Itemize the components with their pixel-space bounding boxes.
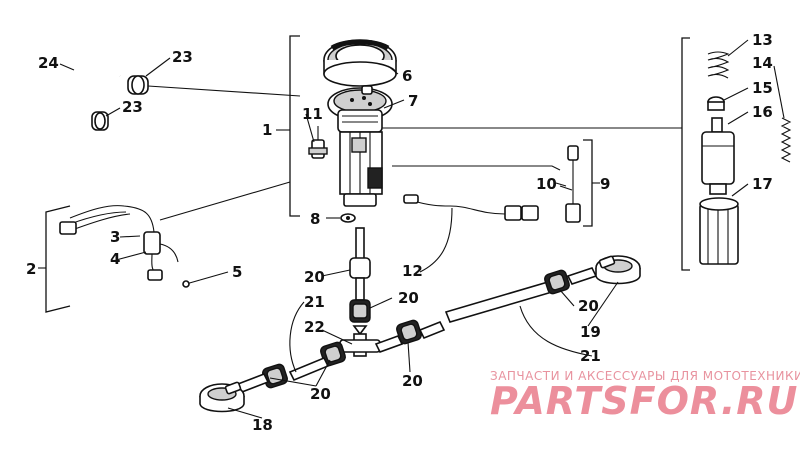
wire-harness-3 — [59, 181, 291, 281]
callout-8: 8 — [310, 210, 320, 228]
hose-right-long — [374, 267, 598, 353]
pump-module-body — [339, 131, 383, 207]
callout-22: 22 — [304, 318, 325, 336]
callout-13: 13 — [752, 31, 773, 49]
callout-14: 14 — [752, 54, 773, 72]
bushing-15 — [707, 96, 725, 111]
callout-4: 4 — [110, 250, 120, 268]
callout-7: 7 — [408, 92, 418, 110]
fitting-11 — [308, 126, 328, 159]
hose-left-lower — [236, 341, 346, 394]
screw-5 — [182, 279, 201, 288]
strainer-19 — [595, 255, 641, 285]
t-fitting-22 — [339, 333, 381, 357]
callout-21-b: 21 — [580, 347, 601, 365]
spring-14 — [780, 117, 792, 163]
pickup-tube-vertical — [349, 227, 371, 336]
pump-flange-7 — [327, 85, 393, 133]
seal-8 — [340, 213, 356, 223]
leader-lines — [59, 39, 785, 419]
callout-1: 1 — [262, 121, 272, 139]
callout-10: 10 — [536, 175, 557, 193]
bracket-group-13-17 — [681, 37, 690, 271]
callout-9: 9 — [600, 175, 610, 193]
watermark: ЗАПЧАСТИ И АКСЕССУАРЫ ДЛЯ МОТОТЕХНИКИ PA… — [490, 369, 800, 423]
callout-6: 6 — [402, 67, 412, 85]
callout-16: 16 — [752, 103, 773, 121]
callout-20-e: 20 — [310, 385, 331, 403]
hose-assembly-24 — [65, 68, 301, 131]
bracket-group-2 — [38, 205, 71, 313]
callout-20-b: 20 — [398, 289, 419, 307]
pump-motor-16 — [701, 117, 735, 195]
pump-bracket-17 — [699, 197, 739, 265]
callout-23-a: 23 — [172, 48, 193, 66]
callout-11: 11 — [302, 105, 323, 123]
callout-5: 5 — [232, 263, 242, 281]
callout-20-d: 20 — [402, 372, 423, 390]
watermark-tagline: ЗАПЧАСТИ И АКСЕССУАРЫ ДЛЯ МОТОТЕХНИКИ — [490, 369, 800, 383]
callout-numbers: 1 2 3 4 5 6 7 8 9 10 11 12 13 14 15 16 1… — [26, 31, 773, 434]
callout-23-b: 23 — [122, 98, 143, 116]
callout-12: 12 — [402, 262, 423, 280]
sender-harness-9 — [403, 145, 581, 223]
bracket-group-9 — [583, 139, 600, 227]
watermark-logo: PARTSFOR.RU — [490, 379, 798, 423]
callout-20-c: 20 — [578, 297, 599, 315]
lock-ring-6 — [323, 39, 397, 87]
bracket-group-1 — [276, 35, 300, 217]
callout-18: 18 — [252, 416, 273, 434]
callout-20-a: 20 — [304, 268, 325, 286]
spring-13 — [707, 51, 730, 79]
callout-2: 2 — [26, 260, 36, 278]
callout-15: 15 — [752, 79, 773, 97]
callout-19: 19 — [580, 323, 601, 341]
callout-17: 17 — [752, 175, 773, 193]
strainer-18 — [199, 381, 245, 413]
callout-24: 24 — [38, 54, 59, 72]
callout-3: 3 — [110, 228, 120, 246]
callout-21-a: 21 — [304, 293, 325, 311]
